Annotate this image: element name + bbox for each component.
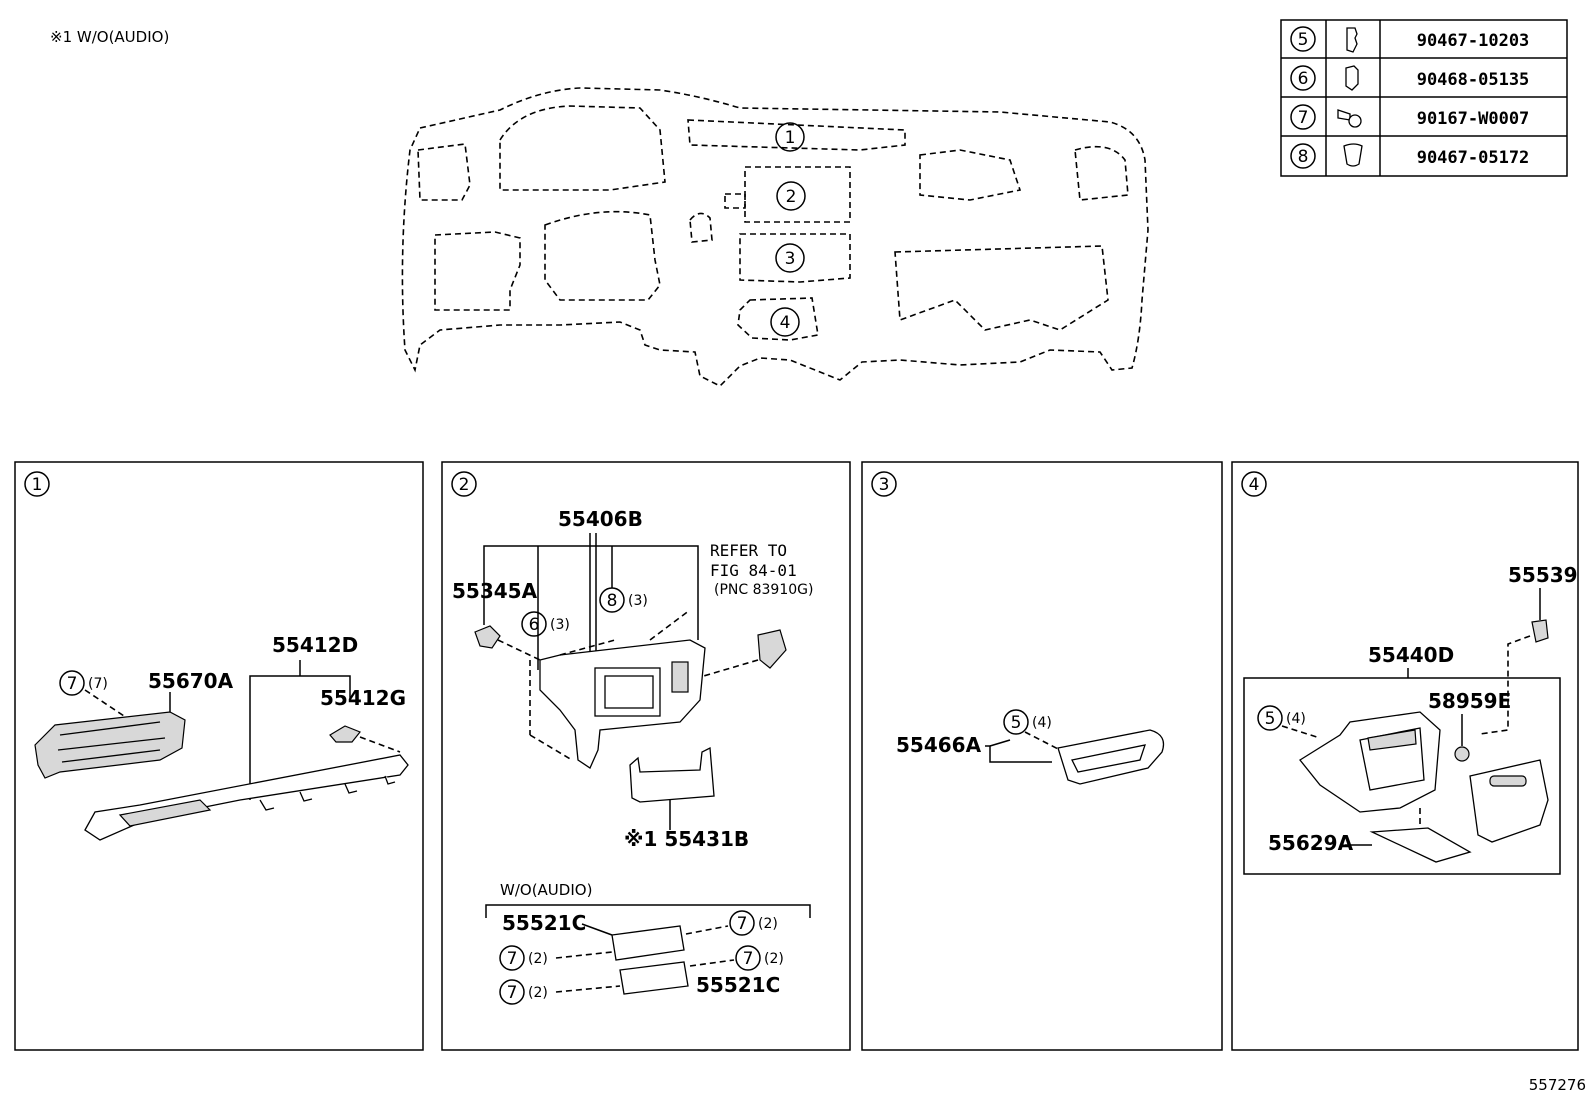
table-part-number: 90468-05135	[1417, 70, 1530, 90]
lid-part	[1469, 759, 1549, 843]
refer-line-1: REFER TO	[710, 541, 787, 560]
blank-plate-part	[619, 961, 689, 995]
table-ref-5: 5	[1298, 30, 1309, 50]
part-label-58959E: 58959E	[1428, 689, 1511, 713]
part-label-55412G: 55412G	[320, 686, 406, 710]
part-label-55466A: 55466A	[896, 733, 982, 757]
overview-callout-4: 4	[780, 313, 791, 333]
callout-7: 7	[507, 949, 518, 969]
panel-ref: 4	[1249, 475, 1260, 495]
wo-audio-label: W/O(AUDIO)	[500, 881, 592, 899]
refer-line-2: FIG 84-01	[710, 561, 797, 580]
clip-part	[1454, 746, 1470, 762]
callout-8: 8	[607, 591, 618, 611]
part-label-55431B: ※1 55431B	[624, 827, 749, 851]
part-label-55629A: 55629A	[1268, 831, 1354, 855]
panel-4: 4 55539 55440D 5 (4) 58959E 55629A	[1231, 461, 1579, 1051]
module-part	[757, 629, 787, 669]
quantity: (3)	[628, 593, 648, 609]
part-label-55412D: 55412D	[272, 633, 358, 657]
table-ref-6: 6	[1298, 69, 1309, 89]
frame-part	[629, 746, 715, 803]
quantity: (4)	[1032, 715, 1052, 731]
table-row: 7 90167-W0007	[1290, 104, 1530, 130]
screw-icon	[1337, 109, 1351, 121]
switch-part	[474, 625, 501, 649]
table-ref-7: 7	[1298, 108, 1309, 128]
quantity: (2)	[758, 916, 778, 932]
part-label-55670A: 55670A	[148, 669, 234, 693]
panel-ref: 1	[32, 475, 43, 495]
clip-icon	[1346, 27, 1358, 53]
callout-7: 7	[67, 674, 78, 694]
clip-icon	[1343, 143, 1363, 167]
quantity: (3)	[550, 617, 570, 633]
panel-ref: 2	[459, 475, 470, 495]
duct-part	[34, 711, 186, 779]
quantity: (2)	[528, 951, 548, 967]
quantity: (4)	[1286, 711, 1306, 727]
fastener-table: 5 90467-10203 6 90468-05135 7 90167-W000…	[1280, 19, 1568, 177]
part-label-55345A: 55345A	[452, 579, 538, 603]
callout-6: 6	[529, 615, 540, 635]
table-row: 8 90467-05172	[1290, 143, 1530, 169]
callout-5: 5	[1265, 709, 1276, 729]
header-note: ※1 W/O(AUDIO)	[50, 28, 169, 46]
callout-7: 7	[507, 983, 518, 1003]
table-row: 5 90467-10203	[1290, 26, 1530, 53]
part-label-55539: 55539	[1508, 563, 1578, 587]
clip-part	[329, 725, 361, 743]
callout-7: 7	[743, 949, 754, 969]
part-label-55521C-bottom: 55521C	[696, 973, 780, 997]
part-label-55440D: 55440D	[1368, 643, 1454, 667]
figure-code: 557276	[1529, 1076, 1586, 1094]
quantity: (7)	[88, 676, 108, 692]
overview-callout-1: 1	[785, 128, 796, 148]
overview-callout-2: 2	[786, 187, 797, 207]
table-part-number: 90467-05172	[1417, 148, 1530, 168]
table-part-number: 90467-10203	[1417, 31, 1530, 51]
panel-2: 2 55406B 55345A 6 (3) 8 (3) REFER TO FIG…	[441, 461, 851, 1051]
panel-1: 1 7 (7) 55670A 55412D 55412G	[14, 461, 424, 1051]
table-ref-8: 8	[1298, 147, 1309, 167]
callout-7: 7	[737, 914, 748, 934]
table-row: 6 90468-05135	[1290, 65, 1530, 91]
dashboard-overview: 1 2 3 4	[401, 87, 1149, 387]
panel-ref: 3	[879, 475, 890, 495]
garnish-part	[84, 754, 409, 841]
blank-plate-part	[611, 925, 685, 961]
quantity: (2)	[528, 985, 548, 1001]
quantity: (2)	[764, 951, 784, 967]
refer-line-3: (PNC 83910G)	[714, 582, 813, 598]
panel-3: 3 55466A 5 (4)	[861, 461, 1223, 1051]
part-label-55406B: 55406B	[558, 507, 643, 531]
mat-part	[1369, 827, 1472, 863]
part-label-55521C-top: 55521C	[502, 911, 586, 935]
clip-part	[1531, 619, 1549, 643]
callout-5: 5	[1011, 713, 1022, 733]
overview-callout-3: 3	[785, 249, 796, 269]
table-part-number: 90167-W0007	[1417, 109, 1530, 129]
nut-icon	[1345, 65, 1359, 91]
